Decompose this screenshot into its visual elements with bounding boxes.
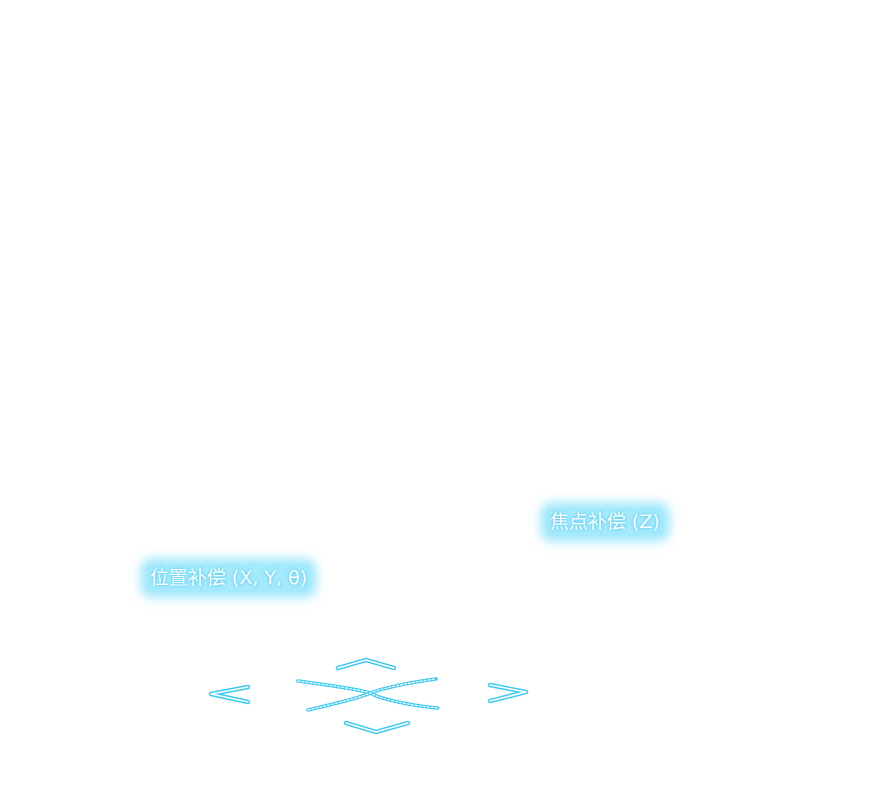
move-up-button[interactable] — [334, 656, 398, 672]
focus-compensation-label: 焦点补偿 (Z) — [546, 508, 664, 536]
move-down-button[interactable] — [342, 718, 412, 736]
chevron-right-icon — [487, 682, 529, 704]
cross-icon — [296, 677, 440, 712]
chevron-up-icon — [335, 657, 397, 671]
chevron-down-icon — [343, 720, 411, 735]
move-left-button[interactable] — [206, 683, 254, 705]
rotate-center-button[interactable] — [294, 676, 442, 714]
chevron-left-icon — [208, 684, 251, 705]
position-compensation-label: 位置补偿 (X, Y, θ) — [146, 564, 312, 592]
move-right-button[interactable] — [484, 681, 532, 705]
